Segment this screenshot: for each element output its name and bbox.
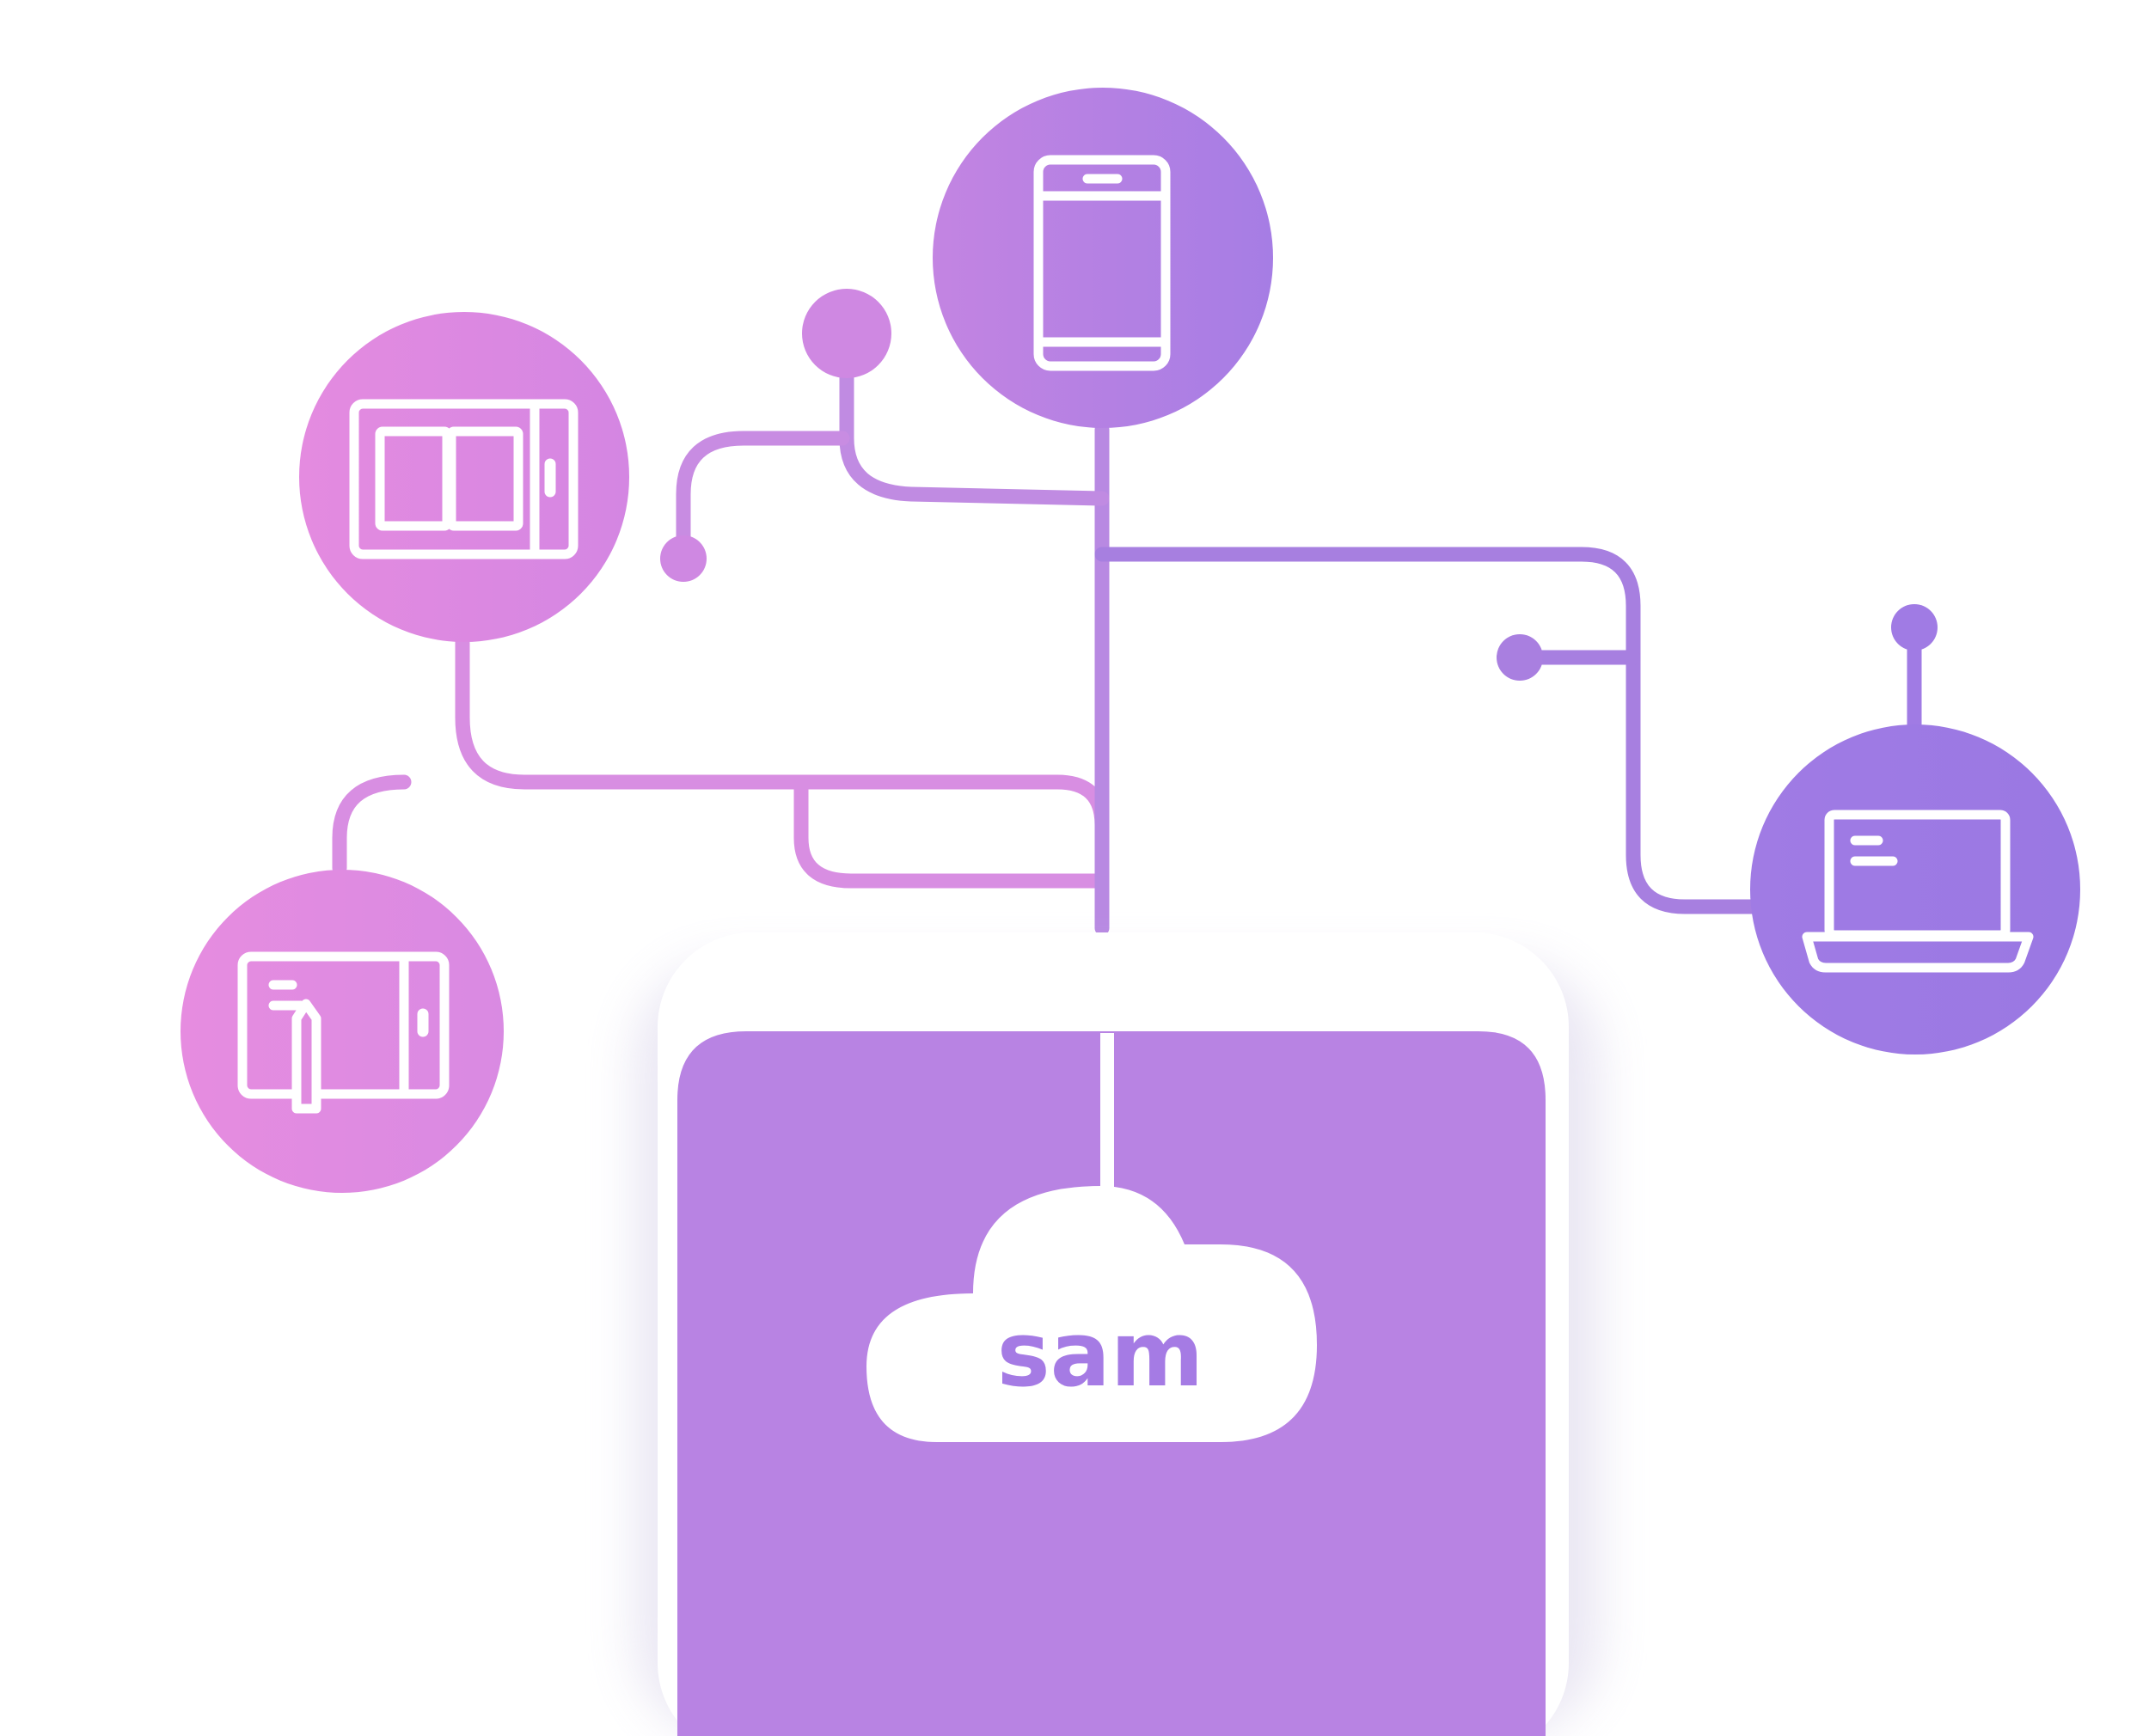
cloud-brand-text: sam [997, 1302, 1203, 1407]
connector-trunk-to-laptop [1094, 547, 1766, 914]
smartphone-icon [1033, 155, 1171, 371]
node-dot-antenna [1891, 604, 1938, 651]
connector-pink-loop [793, 774, 1110, 889]
connector-tablet-to-hub [332, 774, 412, 876]
connector-phone-to-node [839, 336, 1110, 506]
phone-device: sam [636, 932, 1599, 1736]
ebook-reader-node [299, 312, 629, 642]
smartphone-circle [933, 88, 1273, 428]
smartphone-node [933, 88, 1273, 428]
node-dot-small [660, 535, 707, 582]
tablet-stylus-circle [181, 870, 504, 1193]
connector-node-branch [676, 431, 850, 562]
connector-ereader-to-hub [455, 635, 1110, 833]
node-dot-large [802, 289, 891, 378]
connector-lines [332, 336, 1922, 936]
laptop-node [1750, 724, 2080, 1054]
laptop-circle [1750, 724, 2080, 1054]
node-dot-laptop-side [1497, 634, 1543, 681]
tablet-stylus-icon [237, 951, 450, 1114]
tablet-stylus-node [181, 870, 504, 1193]
laptop-icon [1802, 810, 2034, 973]
cloud-icon [866, 1186, 1317, 1442]
connector-dots [660, 289, 1938, 681]
ebook-reader-icon [349, 399, 579, 559]
ebook-reader-circle [299, 312, 629, 642]
